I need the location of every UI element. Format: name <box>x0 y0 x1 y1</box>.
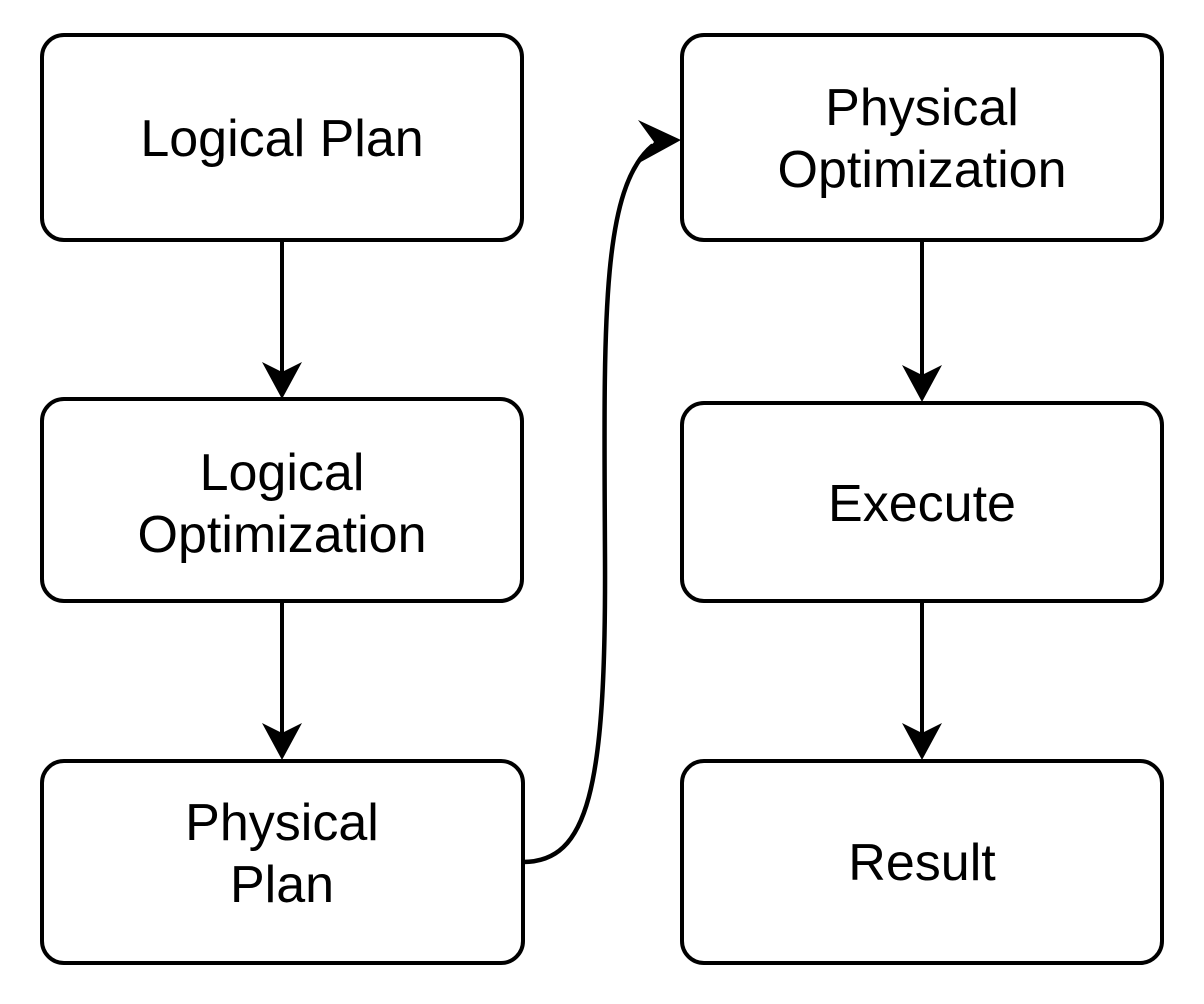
edge-curve-3 <box>520 143 655 865</box>
edge-logical-optimization-to-physical-plan <box>262 601 302 760</box>
node-result[interactable]: Result <box>680 759 1164 965</box>
node-result-label-line-1: Result <box>848 834 996 892</box>
edge-physical-plan-to-physical-optimization <box>520 120 681 865</box>
node-physical-optimization-label-line-1: Physical <box>825 79 1019 137</box>
node-logical-plan-shape[interactable] <box>40 33 524 242</box>
node-physical-plan-label-line-1: Physical <box>185 794 379 852</box>
node-physical-optimization-shape[interactable] <box>680 33 1164 242</box>
node-result-shape[interactable] <box>680 759 1164 965</box>
node-logical-plan[interactable]: Logical Plan <box>40 33 524 242</box>
node-physical-plan-shape[interactable] <box>40 759 525 965</box>
node-physical-optimization-label-line-2: Optimization <box>778 141 1067 199</box>
arrowhead-1 <box>262 362 302 399</box>
node-logical-optimization-label-line-2: Optimization <box>138 506 427 564</box>
edge-execute-to-result <box>902 601 942 760</box>
node-logical-optimization[interactable]: Logical Optimization <box>40 397 524 603</box>
node-execute-label-line-1: Execute <box>828 475 1016 533</box>
node-logical-optimization-shape[interactable] <box>40 397 524 603</box>
node-physical-plan-label-line-2: Plan <box>230 856 334 914</box>
node-physical-optimization[interactable]: Physical Optimization <box>680 33 1164 242</box>
node-execute-shape[interactable] <box>680 401 1164 603</box>
node-physical-plan[interactable]: Physical Plan <box>40 759 525 965</box>
edge-physical-optimization-to-execute <box>902 240 942 402</box>
arrowhead-3 <box>638 120 681 163</box>
arrowhead-5 <box>902 723 942 760</box>
node-logical-optimization-label-line-1: Logical <box>200 444 365 502</box>
edge-logical-plan-to-logical-optimization <box>262 240 302 399</box>
arrowhead-4 <box>902 365 942 402</box>
node-execute[interactable]: Execute <box>680 401 1164 603</box>
arrowhead-2 <box>262 723 302 760</box>
node-logical-plan-label-line-1: Logical Plan <box>140 110 423 168</box>
